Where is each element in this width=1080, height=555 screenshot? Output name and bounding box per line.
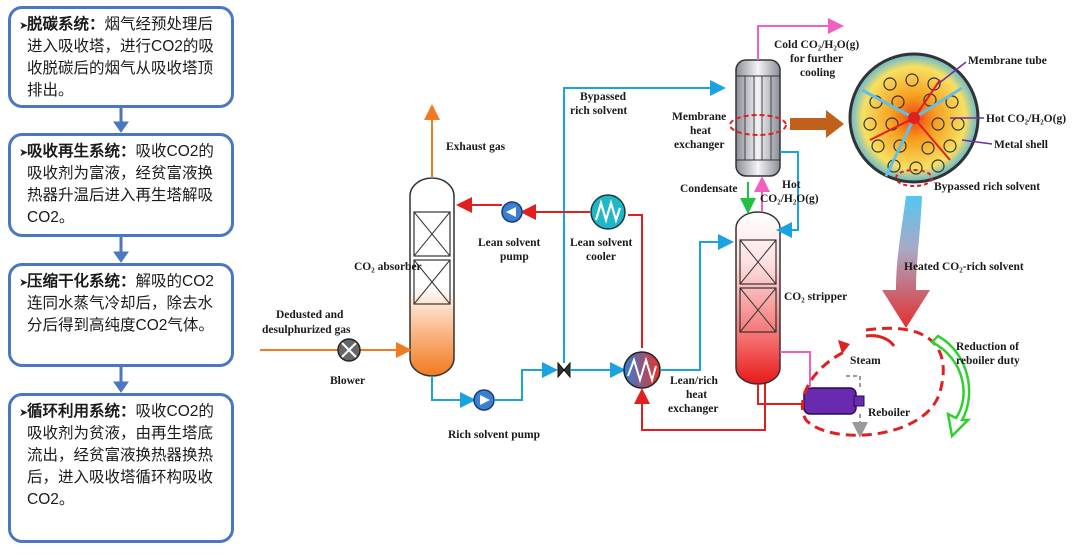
step-box-decarbonization: ➤ 脱碳系统：烟气经预处理后进入吸收塔，进行CO2的吸收脱碳后的烟气从吸收塔顶排…: [8, 6, 234, 108]
process-diagram: Exhaust gas CO₂ absorber Dedusted and de…: [250, 0, 1080, 550]
label-reduction-1: Reduction of: [956, 341, 1019, 353]
label-co2-stripper: CO₂ stripper: [784, 291, 847, 303]
label-reduction-2: reboiler duty: [956, 355, 1020, 367]
step-box-recycling: ➤ 循环利用系统：吸收CO2的吸收剂为贫液，由再生塔底流出，经贫富液换热器换热后…: [8, 393, 234, 543]
label-membrane-hx-2: heat: [690, 125, 711, 137]
membrane-cross-section: [848, 52, 980, 187]
down-arrow-icon: [113, 381, 129, 393]
step-title: 吸收再生系统：: [27, 143, 136, 160]
label-metal-shell: Metal shell: [994, 139, 1048, 151]
bullet-arrow-icon: ➤: [19, 407, 29, 419]
step-text: 吸收CO2的吸收剂为富液，经贫富液换热器升温后进入再生塔解吸CO2。: [27, 143, 214, 226]
label-bypassed-rich-circle: Bypassed rich solvent: [934, 181, 1040, 193]
label-cold-co2-3: cooling: [800, 67, 835, 79]
step-title: 循环利用系统：: [27, 403, 136, 420]
label-membrane-hx-3: exchanger: [674, 139, 724, 151]
step-text: 烟气经预处理后进入吸收塔，进行CO2的吸收脱碳后的烟气从吸收塔顶排出。: [27, 16, 214, 99]
label-lean-solvent-pump-2: pump: [500, 251, 529, 263]
lean-rich-heat-exchanger-icon: [623, 351, 661, 389]
down-arrow-icon: [113, 121, 129, 133]
label-hot-co2-circle: Hot CO₂/H₂O(g): [986, 113, 1066, 125]
membrane-highlight-ellipse: [729, 114, 787, 136]
heated-rich-solvent-arrow-icon: [882, 196, 930, 328]
bullet-arrow-icon: ➤: [19, 147, 29, 159]
label-hot-co2-2: CO₂/H₂O(g): [760, 193, 819, 205]
bullet-arrow-icon: ➤: [19, 277, 29, 289]
blower-icon: [337, 338, 361, 362]
label-exhaust-gas: Exhaust gas: [446, 141, 506, 153]
step-text: 吸收CO2的吸收剂为贫液，由再生塔底流出，经贫富液换热器换热后，进入吸收塔循环构…: [27, 403, 214, 508]
label-lean-solvent-cooler-1: Lean solvent: [570, 237, 632, 249]
step-title: 脱碳系统：: [27, 16, 105, 33]
label-cold-co2-1: Cold CO₂/H₂O(g): [774, 39, 859, 51]
label-membrane-tube: Membrane tube: [968, 55, 1047, 67]
label-dedusted-1: Dedusted and: [276, 309, 344, 321]
label-rich-solvent-pump: Rich solvent pump: [448, 429, 540, 441]
cold-co2-line: [757, 18, 844, 60]
label-bypassed-rich-2: rich solvent: [570, 105, 627, 117]
lean-solvent-cooler-icon: [590, 194, 626, 230]
label-co2-absorber: CO₂ absorber: [354, 261, 422, 273]
zoom-arrow-icon: [790, 110, 844, 138]
reduction-arrow-icon: [929, 334, 972, 439]
co2-absorber-column: [409, 177, 455, 377]
label-dedusted-2: desulphurized gas: [262, 324, 351, 336]
label-blower: Blower: [330, 375, 365, 387]
membrane-tube-pointer: [937, 61, 967, 85]
reboiler-vapor-line: [784, 351, 811, 388]
label-lean-solvent-pump-1: Lean solvent: [478, 237, 540, 249]
bullet-arrow-icon: ➤: [19, 20, 29, 32]
label-hot-co2-1: Hot: [782, 179, 801, 191]
label-lean-rich-hx-2: heat: [686, 389, 707, 401]
step-box-absorption-regeneration: ➤ 吸收再生系统：吸收CO2的吸收剂为富液，经贫富液换热器升温后进入再生塔解吸C…: [8, 133, 234, 237]
left-panel: ➤ 脱碳系统：烟气经预处理后进入吸收塔，进行CO2的吸收脱碳后的烟气从吸收塔顶排…: [0, 0, 250, 550]
down-arrow-icon: [113, 251, 129, 263]
rich-solvent-line: [431, 376, 476, 408]
label-cold-co2-2: for further: [790, 53, 843, 65]
rich-solvent-pump-icon: [473, 389, 495, 411]
reboiler-duty-loop: [800, 326, 945, 437]
metal-shell-pointer: [961, 139, 993, 145]
membrane-heat-exchanger: [729, 59, 787, 177]
bypassed-rich-solvent-line: [563, 80, 726, 363]
label-bypassed-rich-1: Bypassed: [580, 91, 627, 103]
step-text: 解吸的CO2连同水蒸气冷却后，除去水分后得到高纯度CO2气体。: [27, 273, 214, 334]
step-title: 压缩干化系统：: [27, 273, 136, 290]
label-membrane-hx-1: Membrane: [672, 111, 726, 123]
label-condensate: Condensate: [680, 183, 738, 195]
step-box-compression-drying: ➤ 压缩干化系统：解吸的CO2连同水蒸气冷却后，除去水分后得到高纯度CO2气体。: [8, 263, 234, 367]
label-lean-rich-hx-3: exchanger: [668, 403, 718, 415]
label-steam: Steam: [850, 355, 881, 367]
label-lean-solvent-cooler-2: cooler: [586, 251, 616, 263]
lean-solvent-pump-icon: [501, 201, 523, 223]
label-heated-rich: Heated CO₂-rich solvent: [904, 261, 1024, 273]
co2-stripper-column: [735, 211, 781, 385]
reboiler-icon: [803, 387, 865, 415]
valve-icon: [557, 361, 571, 379]
label-reboiler: Reboiler: [868, 407, 910, 419]
label-lean-rich-hx-1: Lean/rich: [670, 375, 719, 387]
